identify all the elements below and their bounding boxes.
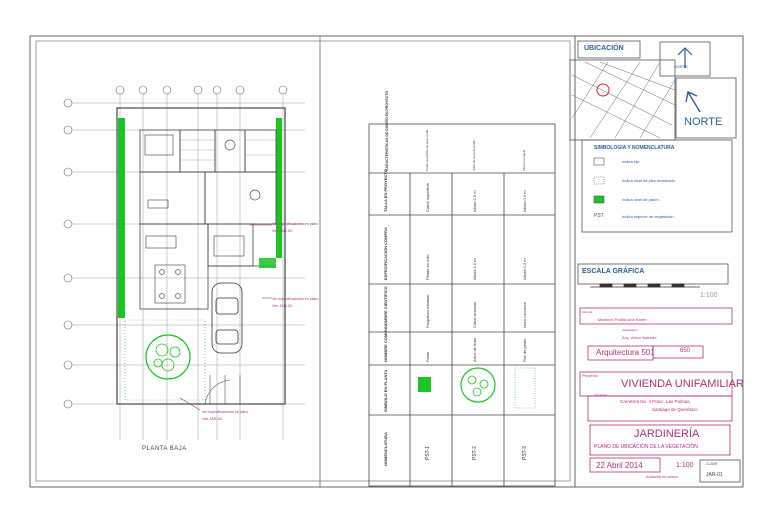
ubicacion-title: UBICACIÓN [584,45,624,52]
table-header-diseno: CARACTERISTICAS DE DISEÑO EN PROYECTO [385,90,389,171]
alumna-label: Alumna: [582,310,594,314]
callout-text-1: Ver especificaciones en plano [272,222,319,226]
table-header-simbolo: SIMBOLO EN PLANTA [383,369,388,412]
row2-spec: Altura 1.5 m [472,258,477,280]
clave-label: CLAVE: [706,462,719,466]
table-header-nomenclatura: NOMENCLATURA [383,432,388,466]
graphic-scale [590,283,700,288]
table-header-cientifico: NOMBRE CIENTIFICO [383,286,388,328]
escala-plano: 1:100 [676,462,694,469]
car-symbol [211,282,243,354]
plano-subtitle: PLANO DE UBICACIÓN DE LA VEGETACIÓN [594,444,698,450]
floor-plan [63,85,305,440]
callout-ref-1: Ver JAR-02 [272,228,293,233]
table-header-compra: ESPECIFICACION COMPRA [383,227,388,280]
acotacion: Acotación en metros [646,475,678,479]
row3-common: Flor de jardin [522,338,527,362]
vegetation-table-frame [368,123,556,487]
alumna-name: Martínez Padilla Ana Karen [598,317,647,322]
sheet-border [29,35,744,488]
callout-text-2: Ver especificaciones en plano [272,297,319,301]
catedratico-name: Arq. Víctor Salcedo [622,335,657,340]
legend-4-code: PST [594,213,604,219]
escala-title: ESCALA GRÁFICA [582,268,645,275]
hedge-left [118,118,125,318]
legend-3-text: Indica nivel de jardín. [622,197,660,202]
row1-size: Cubrir superficie [425,182,430,212]
row2-code: PST-2 [472,446,478,460]
legend-1-text: Indica eje. [622,159,641,164]
title-block-frames [569,40,741,483]
row1-common: Pasto [425,351,430,362]
flower-bed [259,258,276,268]
table-header-comun: NOMBRE COMUN [383,328,388,362]
callout-ref-2: Ver JAR-02 [272,303,293,308]
tree-symbol [145,334,191,380]
table-symbols [418,367,536,409]
row3-design: Flores en cajete [522,149,526,171]
row3-code: PST-3 [522,446,528,460]
legend-symbols [593,157,605,204]
proyecto-label: Proyecto: [582,373,599,378]
row2-common: Arbol de fruto [472,337,477,362]
row1-design: Cubrir superficie de area verde [425,129,429,171]
materia: Arquitectura 501 [596,348,655,357]
row3-sci: Ixora coccinea [522,302,527,328]
plano-title: JARDINERÍA [634,428,700,440]
row2-design: Arbol en zona de jardin [472,140,476,171]
grupo: 650 [680,348,691,354]
lawn-area [124,319,206,401]
row2-sci: Citrus sinensis [472,301,477,328]
hedge-right [276,118,282,258]
callout-text-3: Ver especificaciones en plano [202,410,249,414]
norte-small-label: NORTE [674,64,688,69]
row1-code: PST-1 [425,446,431,460]
row3-size: Altura 0.5 m [522,190,527,212]
legend-4-text: Indica especie de vegetación. [622,214,675,219]
row1-spec: Planta en rollo [425,254,430,280]
row2-size: Altura 2.5 m [472,190,477,212]
clave-value: JAR-01 [706,472,723,478]
proyecto-name: VIVIENDA UNIFAMILIAR [621,378,744,390]
simbologia-title: SIMBOLOGIA Y NOMENCLATURA [594,145,675,151]
direccion-1: Carretera No. 4 Fracc. Las Palmas, [620,399,691,404]
plan-title: PLANTA BAJA [142,446,187,452]
north-arrow-icon [677,47,693,68]
escala-unit: 1:100 [700,292,718,299]
direccion-2: Santiago de Querétaro [652,407,698,412]
catedratico-label: Catedrático: [622,328,639,332]
row1-sci: Paspalum notatum [425,294,430,328]
ubicacion-label: Ubicación: [594,393,609,397]
inner-border [35,40,571,482]
legend-2-text: Indica nivel de piso terminado. [622,178,677,183]
fecha: 22 Abril 2014 [596,461,643,470]
norte-label: NORTE [684,116,723,128]
row3-spec: Altura 0.3 m [522,258,527,280]
callout-ref-3: Ver JAR-02 [202,416,223,421]
location-map [571,61,676,139]
table-header-talla: TALLA EN PROYECTO [383,169,388,212]
north-arrow-large-icon [685,91,701,113]
